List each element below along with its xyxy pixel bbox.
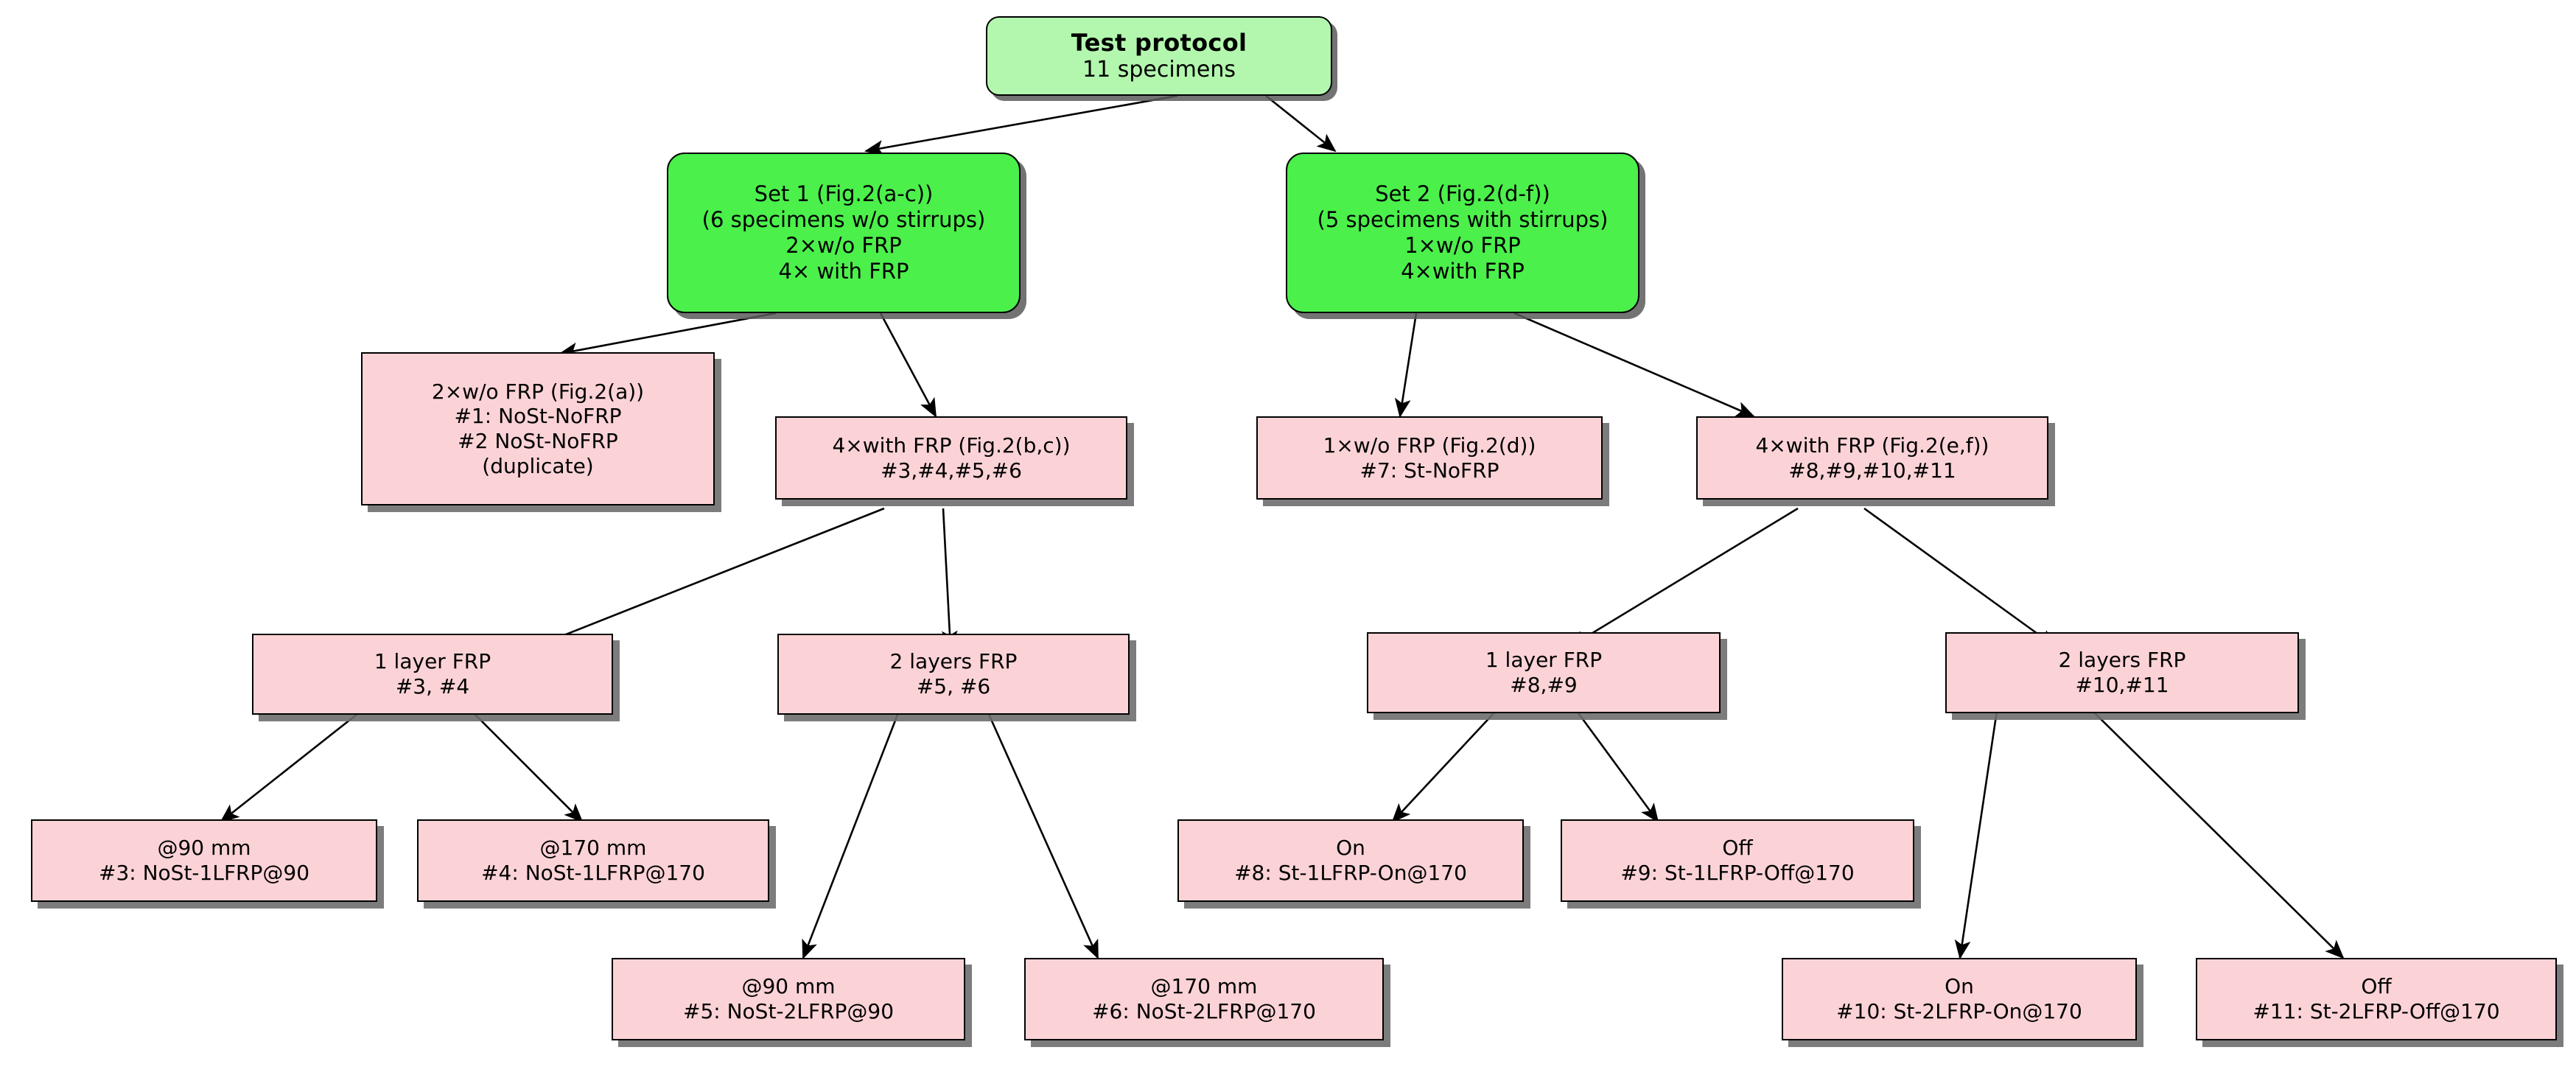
edge-set1-withfrp bbox=[879, 312, 937, 418]
edge-s1withfrp-1layer bbox=[529, 507, 885, 650]
node-set1-no-frp-line-3: (duplicate) bbox=[482, 453, 594, 478]
node-specimen-11[interactable]: Off #11: St-2LFRP-Off@170 bbox=[2196, 958, 2557, 1040]
node-specimen-4[interactable]: @170 mm #4: NoSt-1LFRP@170 bbox=[417, 819, 769, 902]
node-set2-1-layer-line-0: 1 layer FRP bbox=[1485, 648, 1603, 673]
node-specimen-8-line-0: On bbox=[1336, 836, 1365, 861]
edge-s2-2layers-spec10 bbox=[1954, 710, 1998, 960]
node-set1[interactable]: Set 1 (Fig.2(a-c)) (6 specimens w/o stir… bbox=[667, 153, 1021, 313]
node-set2-2-layers[interactable]: 2 layers FRP #10,#11 bbox=[1945, 632, 2299, 713]
node-set1-1-layer[interactable]: 1 layer FRP #3, #4 bbox=[252, 634, 613, 715]
edge-s1-2layers-spec5 bbox=[802, 710, 900, 959]
node-set2-with-frp-line-1: #8,#9,#10,#11 bbox=[1788, 458, 1956, 483]
node-set2[interactable]: Set 2 (Fig.2(d-f)) (5 specimens with sti… bbox=[1286, 153, 1639, 313]
node-set2-no-frp-line-0: 1×w/o FRP (Fig.2(d)) bbox=[1323, 433, 1536, 458]
edge-s2withfrp-1layer bbox=[1568, 507, 1799, 648]
node-specimen-5-line-0: @90 mm bbox=[741, 974, 836, 999]
node-set1-no-frp[interactable]: 2×w/o FRP (Fig.2(a)) #1: NoSt-NoFRP #2 N… bbox=[361, 352, 715, 505]
node-set2-1-layer[interactable]: 1 layer FRP #8,#9 bbox=[1367, 632, 1721, 713]
node-set1-with-frp-line-0: 4×with FRP (Fig.2(b,c)) bbox=[832, 433, 1071, 458]
node-set2-no-frp-line-1: #7: St-NoFRP bbox=[1359, 458, 1499, 483]
edge-s1-1layer-spec3 bbox=[220, 710, 362, 823]
node-set1-1-layer-line-1: #3, #4 bbox=[395, 674, 470, 699]
node-set2-with-frp[interactable]: 4×with FRP (Fig.2(e,f)) #8,#9,#10,#11 bbox=[1696, 416, 2048, 500]
edge-s2withfrp-2layers bbox=[1863, 507, 2057, 648]
node-set1-line-2: 2×w/o FRP bbox=[785, 233, 902, 258]
node-specimen-4-line-0: @170 mm bbox=[539, 836, 647, 861]
node-set1-line-1: (6 specimens w/o stirrups) bbox=[701, 207, 986, 233]
node-specimen-10-line-0: On bbox=[1945, 974, 1974, 999]
edge-set2-withfrp bbox=[1513, 312, 1755, 418]
edge-s2-1layer-spec9 bbox=[1575, 710, 1659, 823]
node-specimen-3-line-1: #3: NoSt-1LFRP@90 bbox=[98, 861, 310, 885]
node-set1-with-frp-line-1: #3,#4,#5,#6 bbox=[881, 458, 1022, 483]
edge-root-set2 bbox=[1265, 94, 1337, 153]
edge-s2-1layer-spec8 bbox=[1391, 710, 1497, 823]
node-set2-2-layers-line-0: 2 layers FRP bbox=[2058, 648, 2186, 673]
node-set2-line-2: 1×w/o FRP bbox=[1404, 233, 1521, 258]
node-specimen-9-line-1: #9: St-1LFRP-Off@170 bbox=[1620, 861, 1855, 885]
node-root-line-1: 11 specimens bbox=[1082, 57, 1236, 83]
node-specimen-11-line-1: #11: St-2LFRP-Off@170 bbox=[2253, 999, 2500, 1023]
node-set1-no-frp-line-0: 2×w/o FRP (Fig.2(a)) bbox=[431, 379, 645, 404]
node-specimen-3[interactable]: @90 mm #3: NoSt-1LFRP@90 bbox=[31, 819, 377, 902]
node-specimen-8[interactable]: On #8: St-1LFRP-On@170 bbox=[1177, 819, 1524, 902]
node-set2-2-layers-line-1: #10,#11 bbox=[2075, 673, 2169, 697]
node-set1-1-layer-line-0: 1 layer FRP bbox=[374, 649, 491, 674]
edge-set2-nofrp bbox=[1394, 312, 1418, 419]
node-set2-line-1: (5 specimens with stirrups) bbox=[1317, 207, 1609, 233]
node-set1-line-0: Set 1 (Fig.2(a-c)) bbox=[754, 181, 934, 207]
node-specimen-5[interactable]: @90 mm #5: NoSt-2LFRP@90 bbox=[612, 958, 965, 1040]
edge-s2-2layers-spec11 bbox=[2092, 710, 2345, 959]
edge-root-set1 bbox=[864, 94, 1178, 156]
node-specimen-6[interactable]: @170 mm #6: NoSt-2LFRP@170 bbox=[1024, 958, 1384, 1040]
node-root-line-0: Test protocol bbox=[1071, 28, 1247, 57]
node-specimen-6-line-0: @170 mm bbox=[1150, 974, 1258, 999]
node-specimen-9[interactable]: Off #9: St-1LFRP-Off@170 bbox=[1561, 819, 1914, 902]
node-specimen-8-line-1: #8: St-1LFRP-On@170 bbox=[1234, 861, 1467, 885]
node-specimen-10[interactable]: On #10: St-2LFRP-On@170 bbox=[1782, 958, 2137, 1040]
node-set2-line-3: 4×with FRP bbox=[1401, 258, 1525, 284]
node-set2-no-frp[interactable]: 1×w/o FRP (Fig.2(d)) #7: St-NoFRP bbox=[1256, 416, 1603, 500]
node-root[interactable]: Test protocol 11 specimens bbox=[986, 16, 1332, 96]
node-set2-1-layer-line-1: #8,#9 bbox=[1510, 673, 1578, 697]
node-set1-no-frp-line-2: #2 NoSt-NoFRP bbox=[458, 429, 618, 453]
node-specimen-10-line-1: #10: St-2LFRP-On@170 bbox=[1836, 999, 2082, 1023]
node-set1-2-layers-line-0: 2 layers FRP bbox=[889, 649, 1018, 674]
node-set1-with-frp[interactable]: 4×with FRP (Fig.2(b,c)) #3,#4,#5,#6 bbox=[775, 416, 1127, 500]
node-specimen-3-line-0: @90 mm bbox=[157, 836, 251, 861]
node-specimen-4-line-1: #4: NoSt-1LFRP@170 bbox=[481, 861, 705, 885]
node-set2-line-0: Set 2 (Fig.2(d-f)) bbox=[1375, 181, 1550, 207]
edge-s1-2layers-spec6 bbox=[986, 710, 1099, 959]
node-set1-no-frp-line-1: #1: NoSt-NoFRP bbox=[454, 404, 622, 429]
node-set1-line-3: 4× with FRP bbox=[778, 258, 909, 284]
node-set1-2-layers[interactable]: 2 layers FRP #5, #6 bbox=[777, 634, 1130, 715]
node-specimen-11-line-0: Off bbox=[2361, 974, 2392, 999]
edge-s1-1layer-spec4 bbox=[471, 710, 584, 823]
edge-s1withfrp-2layers bbox=[941, 508, 958, 651]
node-specimen-6-line-1: #6: NoSt-2LFRP@170 bbox=[1092, 999, 1316, 1023]
edge-set1-nofrp bbox=[558, 312, 777, 359]
node-set1-2-layers-line-1: #5, #6 bbox=[916, 674, 991, 699]
node-specimen-5-line-1: #5: NoSt-2LFRP@90 bbox=[682, 999, 895, 1023]
node-set2-with-frp-line-0: 4×with FRP (Fig.2(e,f)) bbox=[1755, 433, 1989, 458]
node-specimen-9-line-0: Off bbox=[1722, 836, 1753, 861]
